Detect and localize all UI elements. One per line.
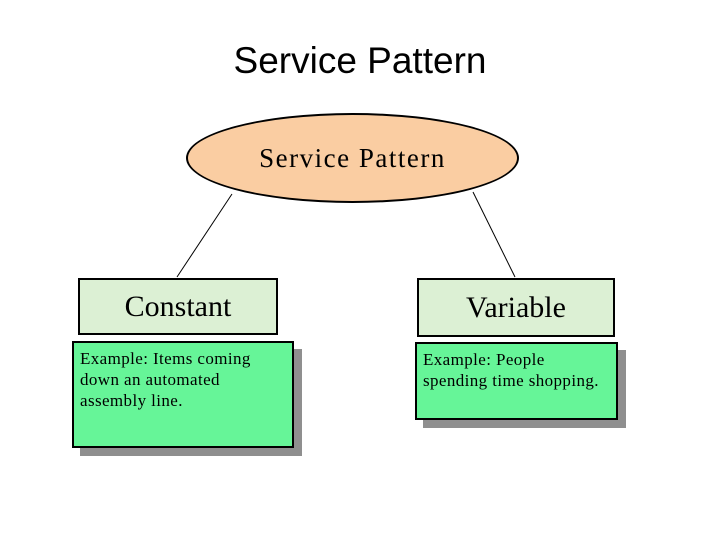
category-box-constant: Constant — [78, 278, 278, 335]
example-box-constant: Example: Items coming down an automated … — [72, 341, 294, 448]
category-label-variable: Variable — [466, 290, 566, 324]
example-box-variable: Example: People spending time shopping. — [415, 342, 618, 420]
root-node-label: Service Pattern — [259, 142, 446, 173]
connector-line-left — [176, 193, 233, 278]
connector-line-right — [472, 191, 516, 278]
category-box-variable: Variable — [417, 278, 615, 337]
category-label-constant: Constant — [124, 289, 232, 323]
root-node-ellipse: Service Pattern — [186, 113, 519, 203]
slide-title: Service Pattern — [233, 40, 487, 81]
